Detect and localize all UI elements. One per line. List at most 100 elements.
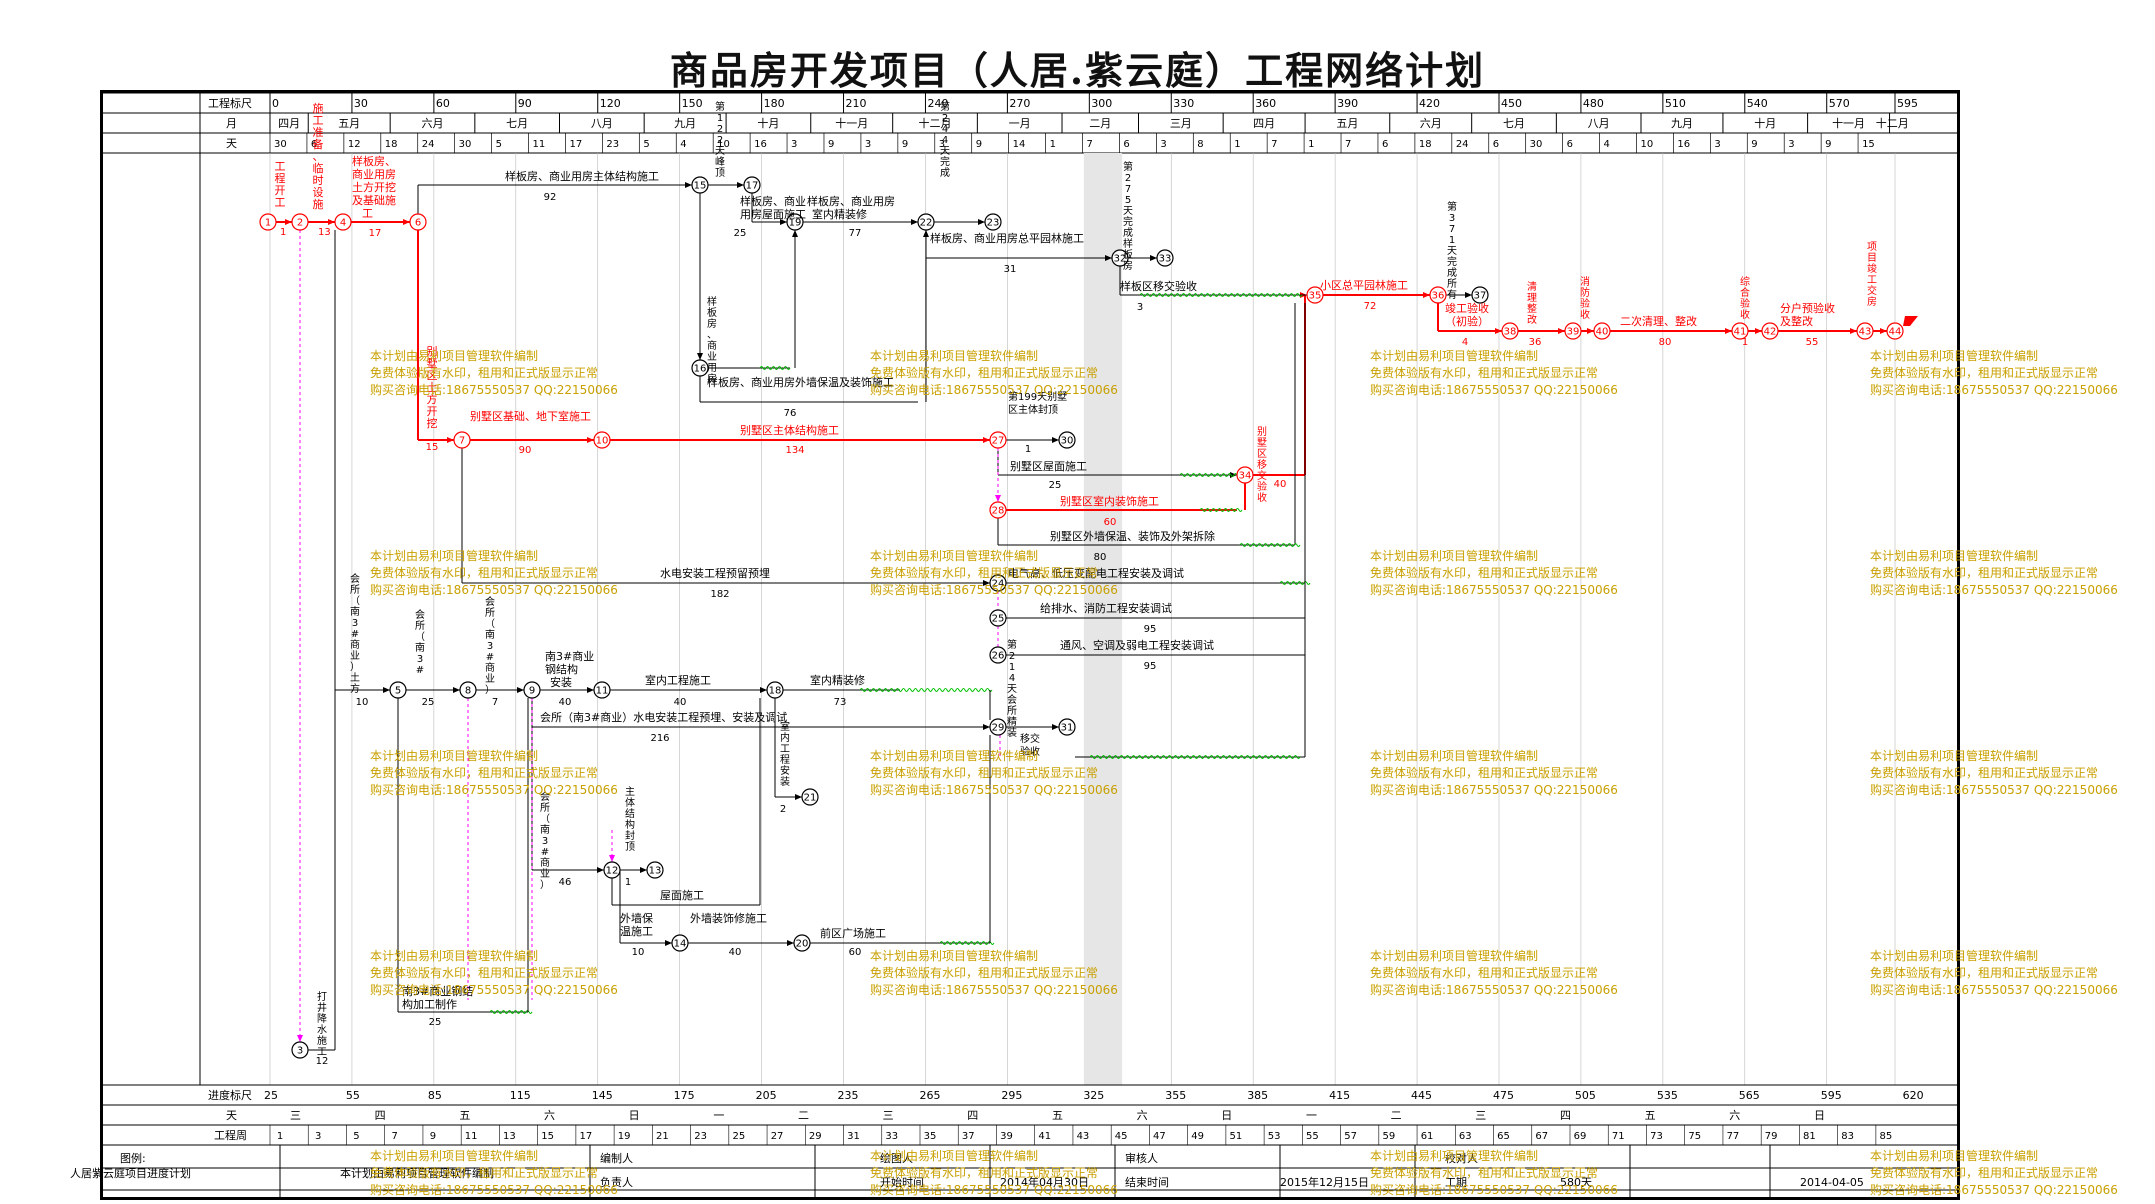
- activity-label: 会: [485, 595, 495, 608]
- network-node: [291, 213, 309, 231]
- period-number: 17: [580, 1131, 593, 1142]
- arrow-head: [780, 219, 787, 225]
- activity-label: 、: [313, 150, 324, 163]
- watermark-line: 购买咨询电话:18675550537 QQ:22150066: [1370, 1182, 1618, 1197]
- bottom-scale-tick: 115: [510, 1089, 531, 1102]
- day-number: 18: [385, 139, 398, 150]
- month-name: 九月: [674, 117, 696, 130]
- activity-label: 所: [485, 607, 495, 619]
- day-number: 7: [1087, 139, 1093, 150]
- watermark-line: 本计划由易利项目管理软件编制: [370, 748, 538, 763]
- arrow-head: [640, 867, 647, 873]
- activity-label: 主: [625, 786, 635, 798]
- activity-label: 3: [1449, 213, 1455, 224]
- month-name: 八月: [591, 117, 613, 130]
- activity-label: 会: [540, 790, 550, 803]
- watermark-line: 本计划由易利项目管理软件编制: [1370, 948, 1538, 963]
- month-name: 六月: [1420, 117, 1442, 130]
- activity-duration: 2: [780, 804, 786, 815]
- activity-label: 精: [1007, 715, 1017, 728]
- activity-label: 别墅区基础、地下室施工: [470, 409, 591, 423]
- day-number: 3: [1160, 139, 1166, 150]
- watermark-line: 免费体验版有水印，租用和正式版显示正常: [1370, 765, 1598, 780]
- activity-duration: 25: [422, 697, 435, 708]
- node-number: 25: [992, 614, 1005, 625]
- activity-label: 收: [1580, 308, 1590, 321]
- day-number: 9: [976, 139, 982, 150]
- activity-label: 防: [1580, 286, 1590, 299]
- scale-tick: 540: [1747, 97, 1768, 110]
- node-number: 28: [992, 506, 1005, 517]
- activity-label: 样板房、商业用房总平园林施工: [930, 231, 1084, 245]
- bottom-scale-tick: 25: [264, 1089, 278, 1102]
- network-node: [523, 681, 541, 699]
- activity-label: 样板房、: [352, 154, 396, 168]
- activity-label: 外墙装饰修施工: [690, 911, 767, 925]
- activity-label: 区: [427, 369, 438, 382]
- bottom-scale-tick: 535: [1657, 1089, 1678, 1102]
- activity-label: 装: [780, 775, 790, 788]
- activity-label: 1: [717, 113, 723, 124]
- network-node: [989, 431, 1007, 449]
- watermark-line: 购买咨询电话:18675550537 QQ:22150066: [1370, 982, 1618, 997]
- activity-label: 安装: [550, 675, 572, 689]
- day-number: 11: [533, 139, 546, 150]
- week-day: 六: [1137, 1109, 1148, 1122]
- period-number: 29: [809, 1131, 822, 1142]
- node-number: 43: [1859, 327, 1872, 338]
- bottom-scale-tick: 265: [919, 1089, 940, 1102]
- day-number: 24: [422, 139, 435, 150]
- day-number: 1: [1308, 139, 1314, 150]
- arrow-head: [978, 219, 985, 225]
- arrow-head: [1150, 255, 1157, 261]
- activity-label: 样板房、商业用房主体结构施工: [505, 169, 659, 183]
- watermark-line: 免费体验版有水印，租用和正式版显示正常: [1870, 765, 2098, 780]
- week-day: 日: [1221, 1109, 1232, 1122]
- period-number: 77: [1727, 1131, 1740, 1142]
- activity-duration: 3: [1137, 302, 1143, 313]
- activity-label: （: [485, 618, 495, 630]
- week-day: 五: [1645, 1109, 1656, 1122]
- activity-label: 房: [1123, 259, 1133, 272]
- activity-label: ）: [540, 879, 550, 891]
- activity-label: #: [486, 652, 494, 663]
- float-line: [859, 688, 993, 692]
- month-name: 四月: [278, 117, 300, 130]
- watermark-line: 购买咨询电话:18675550537 QQ:22150066: [1870, 1182, 2118, 1197]
- activity-label: 2: [1009, 651, 1015, 662]
- activity-label: 5: [1125, 195, 1131, 206]
- footer-approver: 绘图人: [880, 1151, 913, 1165]
- activity-label: 完: [1447, 255, 1457, 268]
- activity-duration: 1: [1742, 337, 1748, 348]
- activity-label: 会: [415, 608, 425, 621]
- watermark-line: 购买咨询电话:18675550537 QQ:22150066: [870, 1182, 1118, 1197]
- node-number: 27: [992, 436, 1005, 447]
- activity-label: 商: [540, 856, 550, 869]
- watermark-line: 免费体验版有水印，租用和正式版显示正常: [1870, 965, 2098, 980]
- watermark-line: 购买咨询电话:18675550537 QQ:22150066: [370, 982, 618, 997]
- week-day: 五: [1052, 1109, 1063, 1122]
- period-number: 81: [1803, 1131, 1816, 1142]
- day-number: 7: [1345, 139, 1351, 150]
- activity-duration: 17: [369, 228, 382, 239]
- activity-label: 会: [350, 572, 360, 585]
- activity-label: 验: [1257, 480, 1267, 493]
- month-label: 月: [226, 117, 237, 130]
- activity-label: 施: [313, 198, 324, 211]
- day-number: 10: [1640, 139, 1653, 150]
- node-number: 32: [1114, 254, 1127, 265]
- arrow-head: [665, 940, 672, 946]
- activity-label: 业: [350, 650, 360, 662]
- arrow-head: [609, 855, 615, 862]
- activity-label: 收: [1740, 308, 1750, 321]
- period-number: 15: [541, 1131, 554, 1142]
- watermark-line: 购买咨询电话:18675550537 QQ:22150066: [870, 982, 1118, 997]
- activity-label: 第: [715, 100, 725, 113]
- watermark-line: 免费体验版有水印，租用和正式版显示正常: [370, 365, 598, 380]
- activity-label: 样: [1123, 237, 1133, 250]
- activity-label: 、: [707, 330, 717, 341]
- activity-duration: 95: [1144, 661, 1157, 672]
- day-number: 6: [1567, 139, 1573, 150]
- bottom-scale-tick: 205: [756, 1089, 777, 1102]
- watermark-line: 本计划由易利项目管理软件编制: [1870, 548, 2038, 563]
